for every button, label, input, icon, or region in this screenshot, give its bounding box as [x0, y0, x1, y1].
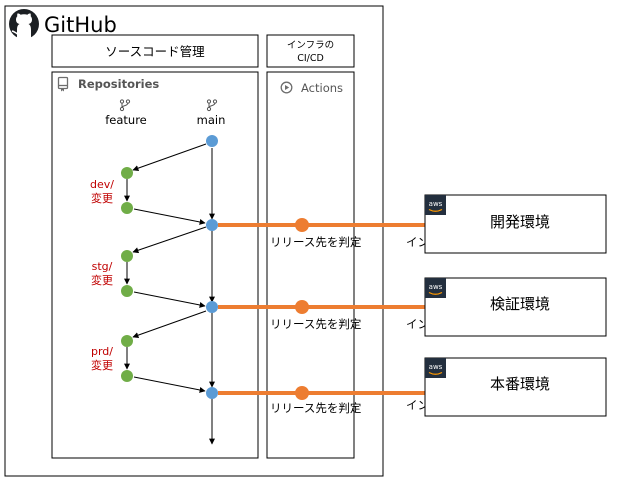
feature-node-1b [121, 202, 133, 214]
environment-dev: aws 開発環境 [424, 194, 607, 254]
environment-name-2: 検証環境 [490, 295, 550, 313]
aws-text-1: aws [429, 200, 443, 208]
prd-cycle: prd/ 変更 [91, 310, 207, 393]
dev-cycle: dev/ 変更 [90, 143, 207, 225]
scm-header-text: ソースコード管理 [105, 44, 205, 59]
repositories-panel [51, 71, 259, 459]
change-label-3-line1: prd/ [91, 345, 113, 358]
main-branch-icon [206, 99, 218, 112]
environment-box-1 [424, 194, 607, 254]
infra-header-line2: CI/CD [297, 53, 324, 64]
merge-arrow-3 [133, 376, 206, 393]
merge-arrow-1 [133, 208, 206, 225]
release-decision-label-2: リリース先を判定 [270, 317, 362, 331]
aws-text-3: aws [429, 363, 443, 371]
environment-box-3 [424, 357, 607, 417]
aws-smile-icon-3 [428, 371, 443, 375]
main-branch-label: main [197, 113, 226, 127]
feature-branch-label: feature [105, 113, 147, 127]
change-label-3-line2: 変更 [91, 358, 113, 372]
release-decision-node-2 [295, 300, 309, 314]
github-logo-icon [9, 9, 39, 39]
feature-node-2a [121, 250, 133, 262]
change-label-1-line1: dev/ [90, 178, 114, 191]
actions-play-icon [280, 81, 293, 94]
change-label-2-line1: stg/ [92, 260, 113, 273]
release-decision-label-3: リリース先を判定 [270, 401, 362, 415]
release-decision-node-3 [295, 386, 309, 400]
main-merge-node-1 [206, 219, 218, 231]
aws-smile-icon-1 [428, 208, 443, 212]
environment-box-2 [424, 277, 607, 337]
branch-out-arrow-3 [132, 310, 207, 339]
main-merge-node-2 [206, 301, 218, 313]
actions-label: Actions [301, 81, 343, 95]
github-title: GitHub [44, 13, 117, 37]
feature-node-1a [121, 167, 133, 179]
main-node-start [206, 135, 218, 147]
feature-node-2b [121, 285, 133, 297]
repositories-label: Repositories [78, 77, 159, 91]
release-decision-label-1: リリース先を判定 [270, 235, 362, 249]
repo-icon [57, 76, 69, 92]
feature-node-3b [121, 370, 133, 382]
infra-header-box [266, 34, 355, 68]
release-decision-node-1 [295, 218, 309, 232]
aws-text-2: aws [429, 283, 443, 291]
environment-name-3: 本番環境 [490, 375, 550, 393]
environment-stg: aws 検証環境 [424, 277, 607, 337]
stg-cycle: stg/ 変更 [91, 226, 207, 308]
environment-prd: aws 本番環境 [424, 357, 607, 417]
feature-branch-icon [119, 99, 131, 112]
merge-arrow-2 [133, 291, 206, 308]
feature-node-3a [121, 335, 133, 347]
aws-smile-icon-2 [428, 291, 443, 295]
infra-header-line1: インフラの [287, 40, 334, 51]
branch-out-arrow-1 [132, 143, 207, 172]
change-label-1-line2: 変更 [91, 191, 113, 205]
environment-name-1: 開発環境 [490, 213, 550, 231]
scm-header-box [51, 34, 259, 68]
main-merge-node-3 [206, 387, 218, 399]
change-label-2-line2: 変更 [91, 273, 113, 287]
branch-out-arrow-2 [132, 226, 207, 254]
